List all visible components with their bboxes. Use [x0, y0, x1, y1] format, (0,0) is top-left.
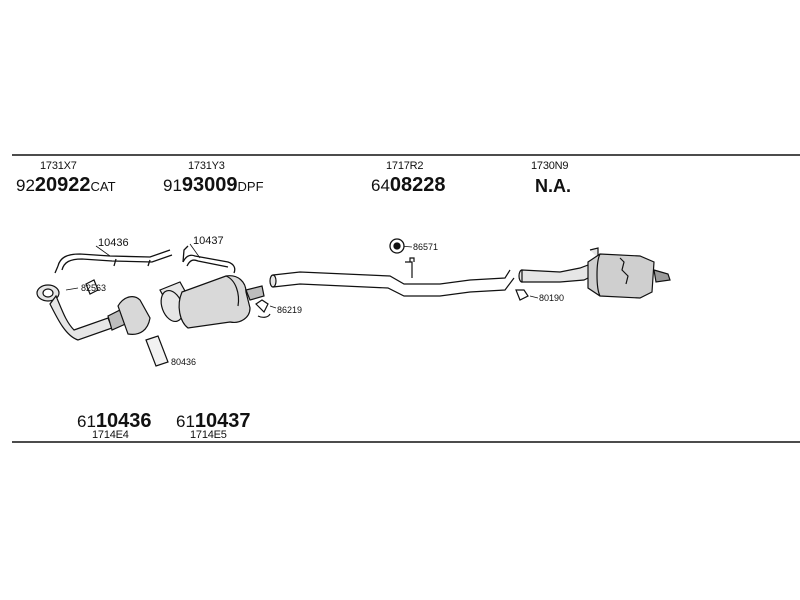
part-prefix: 61 [176, 412, 195, 431]
hanger-bracket-10436 [54, 249, 173, 274]
part-number-bold: 10437 [194, 410, 251, 432]
callout-10436: 10436 [98, 237, 129, 249]
rear-muffler [515, 247, 671, 301]
callout-10437: 10437 [193, 235, 224, 247]
front-pipe [36, 279, 151, 341]
part-prefix: 61 [77, 412, 96, 431]
part-oe-1714e5: 1714E5 [190, 429, 227, 441]
callout-80436: 80436 [171, 357, 197, 367]
part-number-bold: 20922 [34, 174, 91, 196]
part-oe-1717r2: 1717R2 [386, 160, 424, 172]
callout-82563: 82563 [81, 283, 107, 293]
part-suffix: CAT [90, 179, 116, 194]
part-oe-1731x7: 1731X7 [40, 160, 77, 172]
part-prefix: 64 [371, 176, 390, 195]
part-oe-1730n9: 1730N9 [531, 160, 569, 172]
part-number-na: N.A. [535, 176, 571, 196]
middle-pipe [269, 257, 515, 297]
callout-86571: 86571 [413, 242, 439, 252]
callout-80190: 80190 [539, 293, 565, 303]
part-number-bold: 10436 [95, 410, 152, 432]
part-number-bracket-10437: 6110437 [176, 411, 251, 431]
part-prefix: 92 [16, 176, 35, 195]
part-prefix: 91 [163, 176, 182, 195]
part-number-bracket-10436: 6110436 [77, 411, 152, 431]
dpf-unit [159, 275, 265, 329]
part-number-dpf: 9193009DPF [163, 175, 264, 195]
part-number-middle-pipe: 6408228 [371, 175, 446, 195]
part-suffix: DPF [237, 179, 264, 194]
part-number-cat: 9220922CAT [16, 175, 116, 195]
part-oe-1714e4: 1714E4 [92, 429, 129, 441]
part-number-bold: 08228 [389, 174, 446, 196]
part-number-bold: 93009 [181, 174, 238, 196]
part-oe-1731y3: 1731Y3 [188, 160, 225, 172]
hanger-bracket-10437 [182, 245, 236, 274]
gasket-80436 [145, 335, 169, 367]
callout-86219: 86219 [277, 305, 303, 315]
clamp-86571 [389, 238, 405, 254]
clamp-86219 [255, 299, 271, 318]
